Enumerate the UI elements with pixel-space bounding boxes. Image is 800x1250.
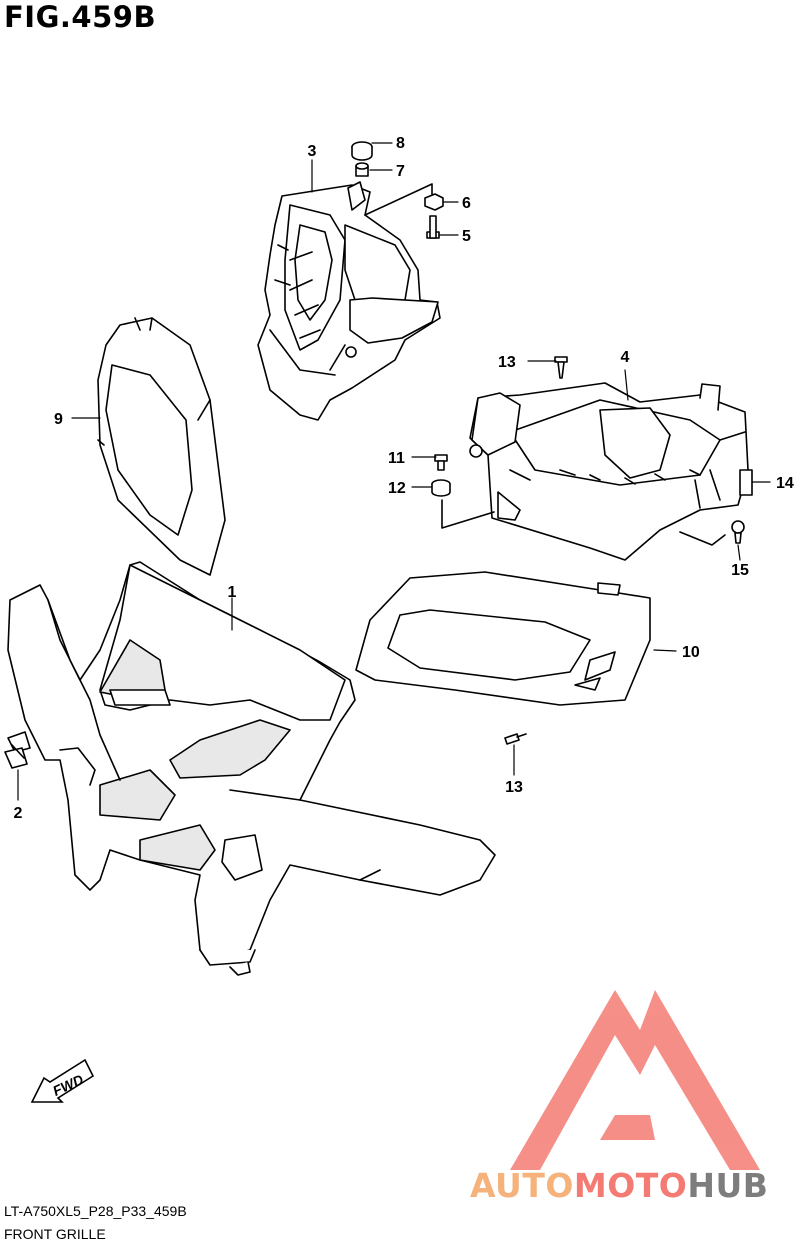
fwd-label: FWD (50, 1071, 86, 1099)
callout-15: 15 (731, 562, 749, 579)
callout-7: 7 (396, 163, 405, 180)
watermark-part-auto: AUTO (470, 1166, 574, 1205)
part-13-screw-upper (554, 356, 568, 379)
part-13-screw-lower (504, 733, 527, 745)
callout-3: 3 (308, 143, 317, 160)
watermark-part-moto: MOTO (573, 1166, 688, 1205)
part-11-bolt (434, 454, 448, 471)
part-14-clip (739, 469, 753, 496)
callout-13-lower: 13 (505, 779, 523, 796)
watermark-part-hub: HUB (687, 1166, 769, 1205)
callout-2: 2 (14, 805, 23, 822)
callout-14: 14 (776, 475, 794, 492)
callout-10: 10 (682, 644, 700, 661)
model-code: LT-A750XL5_P28_P33_459B (4, 1203, 187, 1219)
callout-11: 11 (388, 450, 405, 467)
callout-5: 5 (462, 228, 471, 245)
figure-title: FIG.459B (4, 0, 157, 34)
callout-4: 4 (621, 349, 630, 366)
part-5-bolt (426, 215, 440, 239)
section-name: FRONT GRILLE (4, 1226, 106, 1242)
part-15-rivet (731, 520, 745, 544)
callout-6: 6 (462, 195, 471, 212)
part-7-collar (355, 162, 369, 177)
callout-13-upper: 13 (498, 354, 516, 371)
part-12-grommet (431, 479, 451, 497)
fwd-arrow-icon: FWD (30, 1058, 95, 1103)
part-2-emblem (4, 731, 31, 769)
part-9-headlight-rim (97, 317, 226, 576)
watermark-brand: AUTOMOTOHUB (470, 1166, 768, 1205)
watermark-logo (510, 990, 760, 1170)
part-10-side-grille (355, 571, 651, 706)
callout-8: 8 (396, 135, 405, 152)
part-6-nut (424, 193, 444, 211)
part-8-grommet (351, 141, 373, 161)
part-4-mounting-bracket (469, 382, 749, 561)
part-1-front-grille (7, 561, 496, 976)
callout-12: 12 (388, 480, 406, 497)
part-3-headlight-bracket (257, 181, 441, 421)
leader-lines (17, 142, 771, 801)
callout-9: 9 (54, 411, 63, 428)
callout-1: 1 (228, 584, 237, 601)
